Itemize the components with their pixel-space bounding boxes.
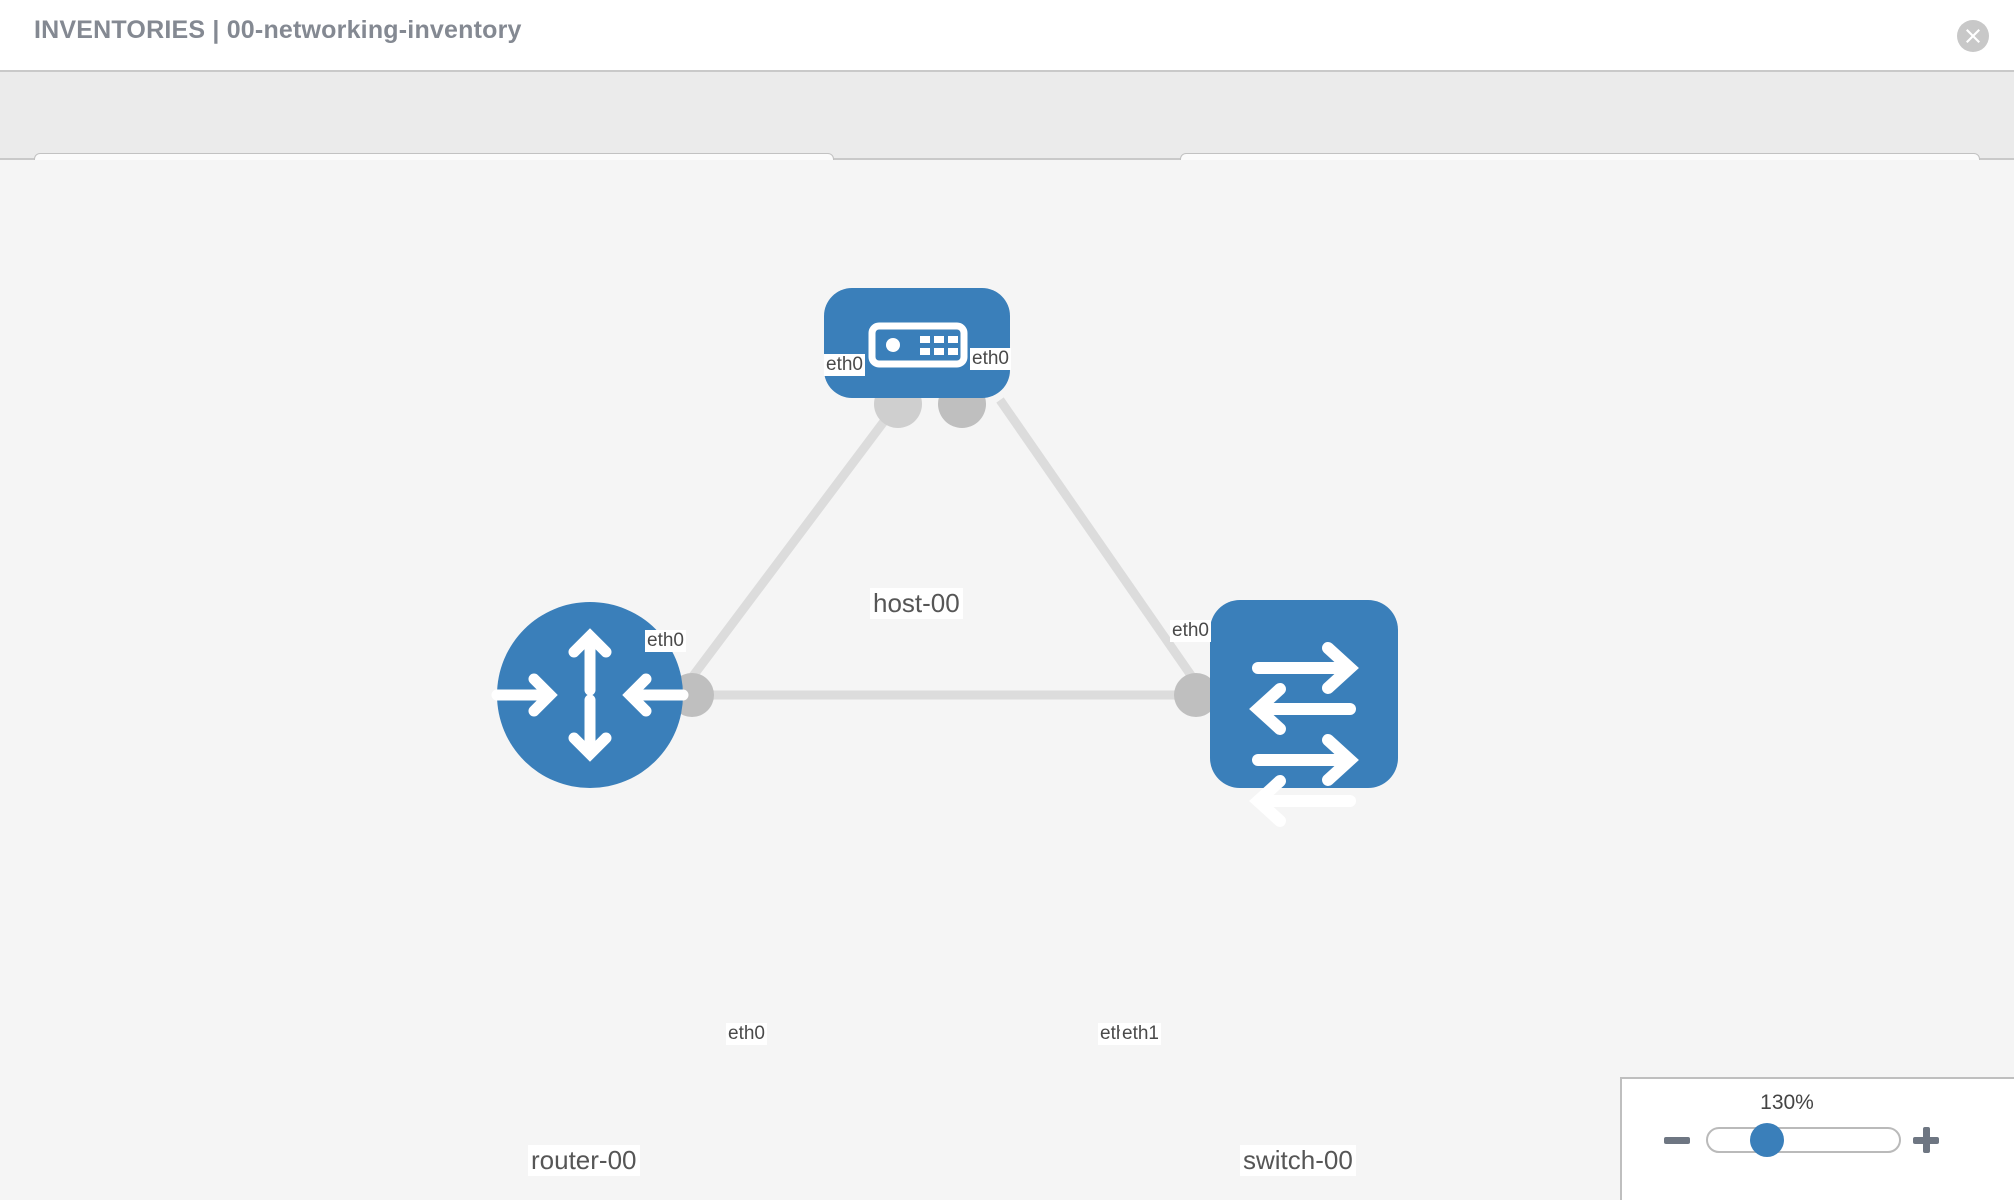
zoom-control-panel: 130% (1620, 1077, 2014, 1200)
topology-graph (491, 288, 1398, 827)
zoom-out-button[interactable] (1664, 1137, 1690, 1144)
topology-canvas[interactable]: eth0 eth0 eth0 eth0 eth0 eth0 eth1 host-… (0, 160, 2014, 1200)
zoom-slider[interactable] (1706, 1127, 1901, 1153)
node-label-switch-00: switch-00 (1240, 1145, 1356, 1176)
node-label-router-00: router-00 (528, 1145, 640, 1176)
link-host-switch[interactable] (996, 397, 1226, 723)
toolbar: ACTIONS SEARCH (0, 70, 2014, 205)
iface-label: eth0 (726, 1023, 767, 1045)
close-button[interactable] (1957, 20, 1989, 52)
iface-label: eth0 (645, 630, 686, 652)
iface-label: eth1 (1120, 1023, 1161, 1045)
port-stub (1174, 673, 1218, 717)
server-icon (868, 322, 968, 368)
iface-label: eth0 (970, 348, 1011, 370)
router-arrows-icon (491, 628, 689, 762)
node-label-host-00: host-00 (870, 588, 963, 619)
node-host-00[interactable] (824, 288, 1010, 398)
node-switch-00[interactable] (1210, 600, 1398, 827)
zoom-in-button[interactable] (1913, 1127, 1939, 1153)
page-header: INVENTORIES | 00-networking-inventory (0, 0, 2014, 70)
page-title: INVENTORIES | 00-networking-inventory (34, 16, 522, 44)
close-icon (1966, 29, 1980, 43)
switch-arrows-icon (1249, 642, 1359, 827)
node-router-00[interactable] (491, 602, 689, 788)
zoom-level-label: 130% (1760, 1091, 1814, 1114)
iface-label: eth0 (824, 354, 865, 376)
zoom-slider-handle[interactable] (1750, 1123, 1784, 1157)
iface-label: eth0 (1170, 620, 1211, 642)
link-host-router[interactable] (656, 397, 904, 723)
